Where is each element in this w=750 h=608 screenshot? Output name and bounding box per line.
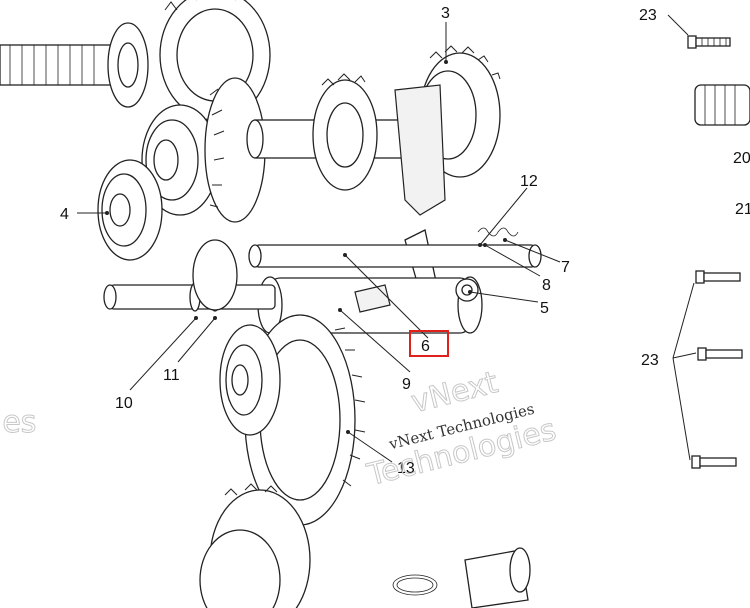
gear-bottom[interactable] bbox=[199, 483, 311, 608]
callout-21: 21 bbox=[735, 201, 750, 218]
bearing-upper[interactable] bbox=[141, 104, 219, 216]
callout-11: 11 bbox=[163, 367, 180, 384]
callout-4: 4 bbox=[60, 206, 69, 223]
detent-5[interactable] bbox=[455, 278, 479, 302]
o-ring[interactable] bbox=[392, 574, 438, 596]
shift-rail[interactable] bbox=[248, 244, 542, 268]
bolt-mid-1[interactable] bbox=[695, 270, 741, 284]
callout-8: 8 bbox=[542, 277, 551, 294]
callout-9: 9 bbox=[402, 376, 411, 393]
gear-small-mid[interactable] bbox=[192, 239, 238, 311]
spring-8[interactable] bbox=[477, 227, 519, 237]
bearing-lower[interactable] bbox=[97, 159, 163, 261]
leader-dots bbox=[105, 60, 507, 434]
callout-6-highlight bbox=[409, 330, 449, 357]
gear-mid-upper[interactable] bbox=[312, 73, 378, 191]
bearing-13-inner[interactable] bbox=[219, 324, 281, 436]
callout-23-mid: 23 bbox=[641, 352, 659, 369]
callout-12: 12 bbox=[520, 173, 538, 190]
bolt-mid-3[interactable] bbox=[691, 455, 737, 469]
bolt-mid-2[interactable] bbox=[697, 347, 743, 361]
spacer-20[interactable] bbox=[694, 84, 750, 126]
callout-6: 6 bbox=[421, 338, 430, 355]
input-shaft[interactable] bbox=[0, 22, 149, 108]
callout-5: 5 bbox=[540, 300, 549, 317]
callout-3: 3 bbox=[441, 5, 450, 22]
bolt-top[interactable] bbox=[687, 35, 731, 49]
callout-20: 20 bbox=[733, 150, 750, 167]
callout-23-top: 23 bbox=[639, 7, 657, 24]
callout-10: 10 bbox=[115, 395, 133, 412]
watermark-ghost-left: ies bbox=[0, 405, 36, 440]
callout-13: 13 bbox=[397, 460, 415, 477]
callout-7: 7 bbox=[561, 259, 570, 276]
sleeve-bushing[interactable] bbox=[464, 547, 531, 608]
shift-fork[interactable] bbox=[394, 84, 446, 312]
watermark: vNext vNext Technologies Technologies bbox=[363, 365, 560, 494]
leader-lines bbox=[77, 14, 697, 463]
drum-shaft-10[interactable] bbox=[103, 282, 276, 312]
